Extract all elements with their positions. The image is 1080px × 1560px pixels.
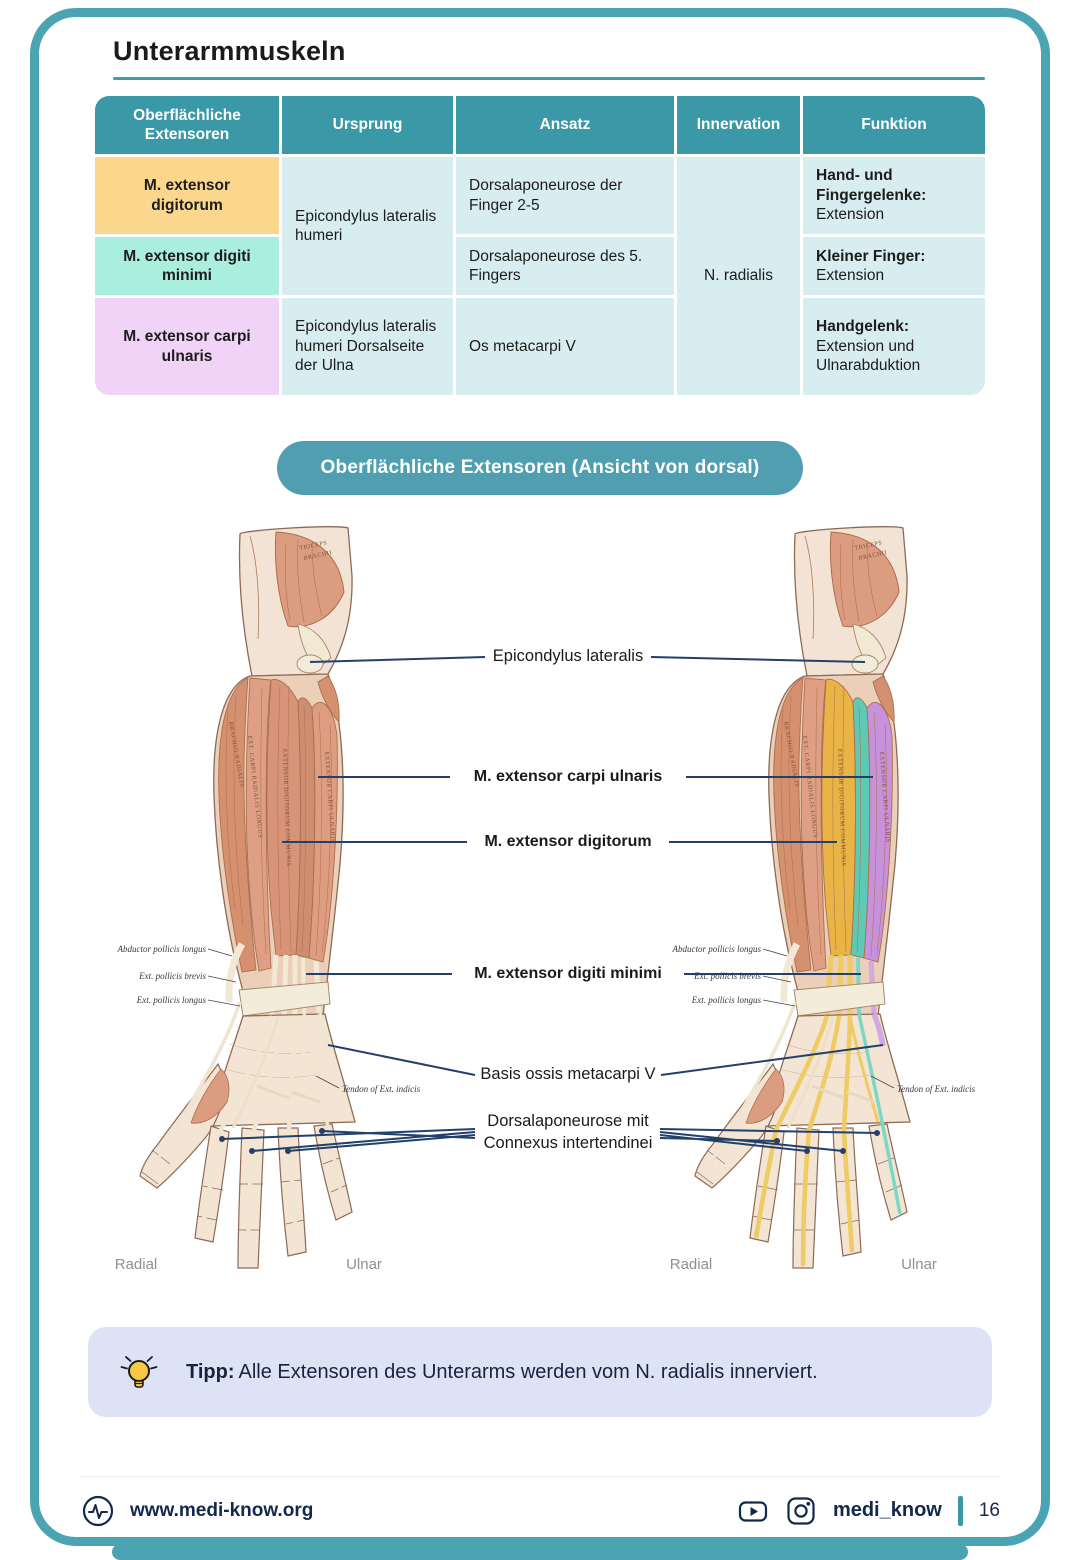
funktion-title: Kleiner Finger: xyxy=(816,247,926,265)
funktion-title: Hand- und Fingergelenke: xyxy=(816,167,927,204)
title-divider xyxy=(113,77,985,80)
footer-website-link[interactable]: www.medi-know.org xyxy=(130,1499,314,1521)
col-header-innervation: Innervation xyxy=(677,96,800,154)
cell-funktion-carpi-ulnaris: Handgelenk: Extension und Ulnarabduktion xyxy=(803,298,985,395)
extensors-table: Oberflächliche Extensoren Ursprung Ansat… xyxy=(95,96,985,395)
tip-body: Alle Extensoren des Unterarms werden vom… xyxy=(238,1360,818,1383)
cell-ansatz-digitorum: Dorsalaponeurose der Finger 2-5 xyxy=(456,157,674,234)
forearm-anatomy-svg: TRICEPS BRACHII BRACHIO-RADIALIS EXT. CA… xyxy=(60,519,1020,1299)
label-m-extensor-digiti-minimi: M. extensor digiti minimi xyxy=(474,965,662,982)
cell-ansatz-digiti-minimi: Dorsalaponeurose des 5. Fingers xyxy=(456,237,674,295)
label-dorsalaponeurose-line2: Connexus intertendinei xyxy=(483,1133,653,1152)
medi-know-logo-icon xyxy=(82,1495,114,1526)
label-basis-ossis-metacarpi-v: Basis ossis metacarpi V xyxy=(480,1065,656,1083)
forearm-figure-plain xyxy=(115,527,421,1273)
social-handle[interactable]: medi_know xyxy=(832,1499,942,1521)
page-footer: www.medi-know.org medi_know 16 xyxy=(80,1476,1000,1534)
tip-text: Tipp:Alle Extensoren des Unterarms werde… xyxy=(186,1361,818,1384)
cell-muscle-extensor-carpi-ulnaris: M. extensor carpi ulnaris xyxy=(95,298,279,395)
lightbulb-icon xyxy=(120,1356,158,1388)
instagram-icon[interactable] xyxy=(785,1495,817,1527)
cell-funktion-digiti-minimi: Kleiner Finger: Extension xyxy=(803,237,985,295)
youtube-icon[interactable] xyxy=(737,1495,769,1527)
bottom-accent-bar xyxy=(112,1544,968,1560)
cell-muscle-extensor-digiti-minimi: M. extensor digiti minimi xyxy=(95,237,279,295)
page-title: Unterarmmuskeln xyxy=(113,36,346,66)
col-header-muscle: Oberflächliche Extensoren xyxy=(95,96,279,154)
col-header-ansatz: Ansatz xyxy=(456,96,674,154)
funktion-title: Handgelenk: xyxy=(816,318,910,336)
page-number-divider xyxy=(957,1495,963,1526)
tip-title: Tipp: xyxy=(186,1360,235,1383)
label-m-extensor-digitorum: M. extensor digitorum xyxy=(484,833,652,850)
cell-ursprung-carpi-ulnaris: Epicondylus lateralis humeri Dorsalseite… xyxy=(282,298,453,395)
label-m-extensor-carpi-ulnaris: M. extensor carpi ulnaris xyxy=(473,768,663,785)
funktion-text: Extension xyxy=(816,206,885,224)
anatomy-figures: TRICEPS BRACHII BRACHIO-RADIALIS EXT. CA… xyxy=(60,519,1020,1299)
page-number: 16 xyxy=(978,1499,1000,1521)
figure-caption-badge: Oberflächliche Extensoren (Ansicht von d… xyxy=(276,441,804,495)
page-content: Unterarmmuskeln Oberflächliche Extensore… xyxy=(88,30,992,1417)
col-header-funktion: Funktion xyxy=(803,96,985,154)
cell-ansatz-carpi-ulnaris: Os metacarpi V xyxy=(456,298,674,395)
forearm-figure-highlighted xyxy=(670,527,976,1273)
cell-innervation-shared: N. radialis xyxy=(677,157,800,395)
cell-ursprung-shared: Epicondylus lateralis humeri xyxy=(282,157,453,295)
label-epicondylus-lateralis: Epicondylus lateralis xyxy=(492,647,644,665)
leader-lines xyxy=(219,656,884,1154)
funktion-text: Extension xyxy=(816,267,885,284)
label-dorsalaponeurose: Dorsalaponeurose mit Connexus intertendi… xyxy=(484,1111,653,1155)
label-dorsalaponeurose-line1: Dorsalaponeurose mit xyxy=(487,1112,649,1130)
funktion-text: Extension und Ulnarabduktion xyxy=(816,337,921,375)
tip-box: Tipp:Alle Extensoren des Unterarms werde… xyxy=(88,1327,992,1417)
cell-funktion-digitorum: Hand- und Fingergelenke: Extension xyxy=(803,157,985,234)
cell-muscle-extensor-digitorum: M. extensor digitorum xyxy=(95,157,279,234)
col-header-ursprung: Ursprung xyxy=(282,96,453,154)
